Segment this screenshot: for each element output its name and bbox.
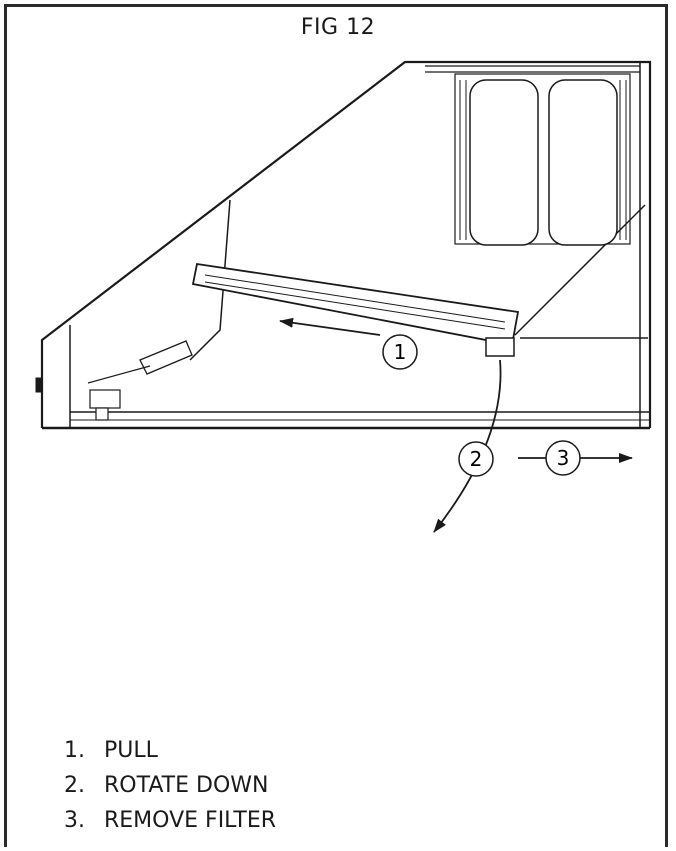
step-text: PULL — [104, 738, 158, 763]
light-fixture — [87, 340, 193, 421]
callout-1: 1 — [279, 317, 418, 370]
callout-2: 2 — [433, 359, 502, 533]
grease-filter — [191, 262, 520, 357]
callout-3-label: 3 — [557, 446, 570, 470]
callout-3: 3 — [518, 440, 633, 476]
step-text: ROTATE DOWN — [104, 773, 269, 798]
step-number: 3. — [64, 808, 85, 833]
step-number: 2. — [64, 773, 85, 798]
callout-2-label: 2 — [470, 447, 483, 471]
hood-outline — [35, 60, 652, 430]
step-number: 1. — [64, 738, 85, 763]
step-item: 3. REMOVE FILTER — [64, 803, 276, 838]
blower-fan — [454, 73, 631, 246]
callout-1-label: 1 — [394, 340, 407, 364]
figure-title: FIG 12 — [300, 15, 376, 40]
step-item: 1. PULL — [64, 733, 276, 768]
step-text: REMOVE FILTER — [104, 808, 277, 833]
step-item: 2. ROTATE DOWN — [64, 768, 276, 803]
instruction-steps: 1. PULL 2. ROTATE DOWN 3. REMOVE FILTER — [64, 733, 276, 838]
